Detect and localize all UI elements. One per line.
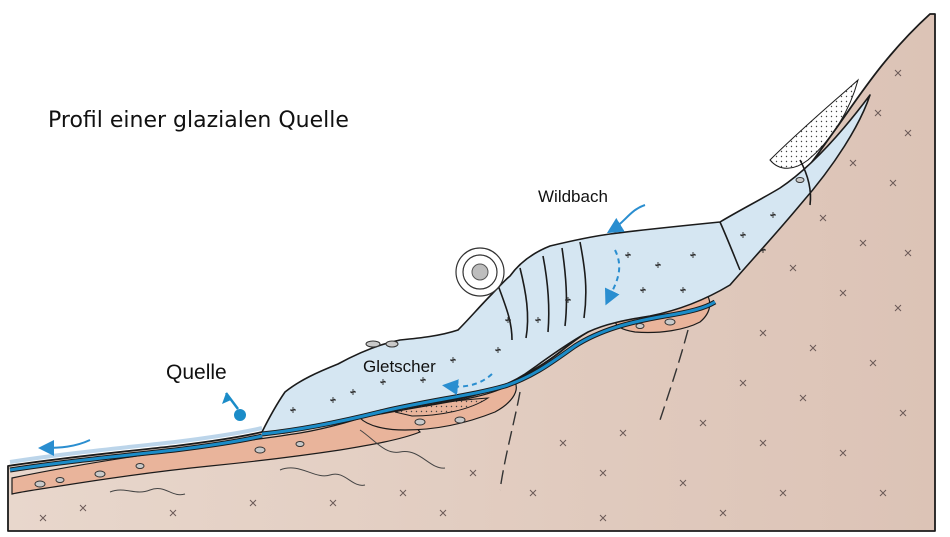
- scree-upper: [769, 78, 859, 169]
- ice-texture: [290, 212, 776, 413]
- flow-arrow-icon: [38, 439, 91, 456]
- crevasse: [579, 241, 587, 319]
- bedrock-texture: [39, 69, 912, 522]
- flow-arrow-icon: [604, 249, 621, 306]
- subglacial-water: [261, 300, 716, 436]
- title: Profil einer glazialen Quelle: [48, 108, 349, 133]
- flow-arrow-icon: [606, 204, 646, 234]
- boulders: [34, 177, 805, 488]
- crevasse: [542, 255, 550, 333]
- surface-water-fill: [9, 434, 263, 472]
- fault-line: [499, 391, 521, 491]
- fault-line: [659, 329, 689, 421]
- crevasse: [719, 221, 741, 271]
- crevasse: [497, 284, 513, 341]
- strata-line: [109, 488, 186, 496]
- crevasse: [799, 159, 812, 206]
- strata-line: [359, 429, 446, 469]
- label-gletscher: Gletscher: [363, 357, 436, 376]
- label-quelle: Quelle: [166, 361, 227, 384]
- crevasse: [519, 267, 529, 339]
- spring-drop-icon: [222, 392, 246, 421]
- flow-arrow-icon: [442, 373, 493, 396]
- crevasse: [561, 247, 568, 327]
- label-wildbach: Wildbach: [538, 187, 608, 206]
- strata-line: [279, 467, 366, 486]
- gravel-lens: [394, 397, 490, 417]
- sun-circle-icon: [455, 247, 505, 297]
